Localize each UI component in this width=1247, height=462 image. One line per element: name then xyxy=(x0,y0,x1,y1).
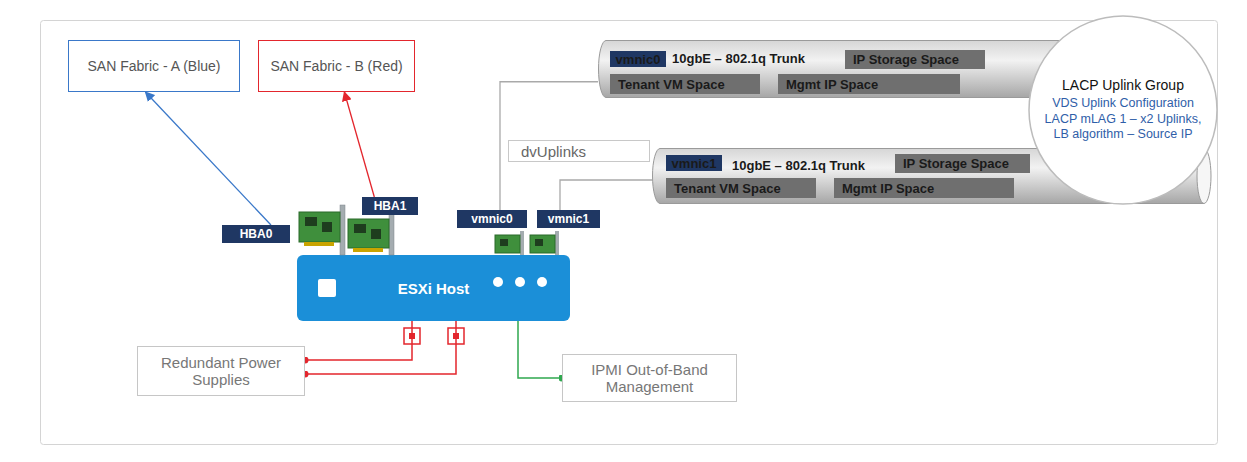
lacp-outline xyxy=(1029,16,1217,204)
card-chip xyxy=(535,239,543,246)
node-label: dvUplinks xyxy=(521,143,586,160)
traffic-space-box: IP Storage Space xyxy=(895,154,1030,173)
nic-badge: vmnic1 xyxy=(537,210,600,228)
node-label: ESXi Host xyxy=(398,280,470,297)
connector xyxy=(560,180,652,210)
hba-card xyxy=(348,219,389,248)
dvuplinks-box: dvUplinks xyxy=(508,140,650,162)
card-chip xyxy=(322,222,332,232)
san-fabric-box: SAN Fabric - A (Blue) xyxy=(68,40,240,92)
traffic-space-box: Mgmt IP Space xyxy=(778,74,960,94)
node-label: 10gbE – 802.1q Trunk xyxy=(672,51,805,66)
group-heading: LACP Uplink Group xyxy=(1062,77,1184,93)
node-label: vmnic1 xyxy=(672,156,717,171)
pipe-edge xyxy=(660,203,1204,204)
card-bracket xyxy=(340,205,345,255)
esxi-host-box: ESXi Host xyxy=(297,255,570,321)
connector xyxy=(305,321,412,360)
pipe-edge xyxy=(606,40,1060,41)
host-port xyxy=(318,279,336,297)
card-chip xyxy=(371,229,381,239)
info-box: IPMI Out-of-Band Management xyxy=(562,354,737,402)
node-label: Tenant VM Space xyxy=(618,77,725,92)
card-contacts xyxy=(304,242,334,246)
nic-card xyxy=(495,235,520,253)
host-chassis xyxy=(297,255,570,321)
node-label: VDS Uplink Configuration LACP mLAG 1 – x… xyxy=(1043,96,1203,143)
san-fabric-box: SAN Fabric - B (Red) xyxy=(258,40,415,92)
host-led xyxy=(537,277,547,287)
node-label: Redundant Power Supplies xyxy=(146,354,296,389)
card-chip xyxy=(354,224,366,233)
card-contacts xyxy=(353,248,383,252)
lacp-group-ellipse: LACP Uplink GroupVDS Uplink Configuratio… xyxy=(1028,15,1218,205)
pipe-edge xyxy=(660,148,1204,149)
nic-badge: vmnic0 xyxy=(457,210,527,228)
nic-badge: HBA1 xyxy=(362,197,418,215)
node-label: 10gbE – 802.1q Trunk xyxy=(732,158,865,173)
pipe-cap xyxy=(1197,149,1211,204)
traffic-space-box: Mgmt IP Space xyxy=(834,178,1014,198)
pipe-body xyxy=(660,149,1204,204)
node-label: IPMI Out-of-Band Management xyxy=(571,361,728,396)
node-label: HBA0 xyxy=(240,227,273,241)
node-label: vmnic0 xyxy=(471,212,512,226)
host-led xyxy=(493,277,503,287)
nic-badge: HBA0 xyxy=(222,225,290,243)
node-label: Mgmt IP Space xyxy=(842,181,934,196)
traffic-space-box: IP Storage Space xyxy=(845,50,985,69)
card-bracket xyxy=(520,231,524,255)
connector xyxy=(344,92,374,197)
card-bracket xyxy=(555,231,559,255)
card-chip xyxy=(305,217,317,226)
node-label: HBA1 xyxy=(374,199,407,213)
connector xyxy=(305,321,456,374)
trunk-pipe: 10gbE – 802.1q Trunk vmnic0 IP Storage Spa… xyxy=(598,40,1068,98)
host-led xyxy=(515,277,525,287)
node-label: vmnic1 xyxy=(548,212,589,226)
traffic-space-box: Tenant VM Space xyxy=(666,178,816,198)
nic-card xyxy=(530,235,555,253)
pipe-edge xyxy=(606,97,1060,98)
hba-card xyxy=(299,212,340,242)
node-label: Mgmt IP Space xyxy=(786,77,878,92)
node-label: IP Storage Space xyxy=(853,52,959,67)
node-label: IP Storage Space xyxy=(903,156,1009,171)
connector xyxy=(518,321,562,378)
pipe-body xyxy=(606,41,1060,98)
connector xyxy=(145,92,271,225)
traffic-space-box: Tenant VM Space xyxy=(610,74,760,94)
nic-badge: vmnic1 xyxy=(666,155,722,171)
node-label: Tenant VM Space xyxy=(674,181,781,196)
card-bracket xyxy=(389,212,394,255)
node-label: SAN Fabric - B (Red) xyxy=(270,58,402,74)
nic-badge: vmnic0 xyxy=(610,51,666,67)
node-label: SAN Fabric - A (Blue) xyxy=(87,58,220,74)
card-chip xyxy=(500,239,508,246)
info-box: Redundant Power Supplies xyxy=(137,346,305,396)
node-label: vmnic0 xyxy=(616,52,661,67)
